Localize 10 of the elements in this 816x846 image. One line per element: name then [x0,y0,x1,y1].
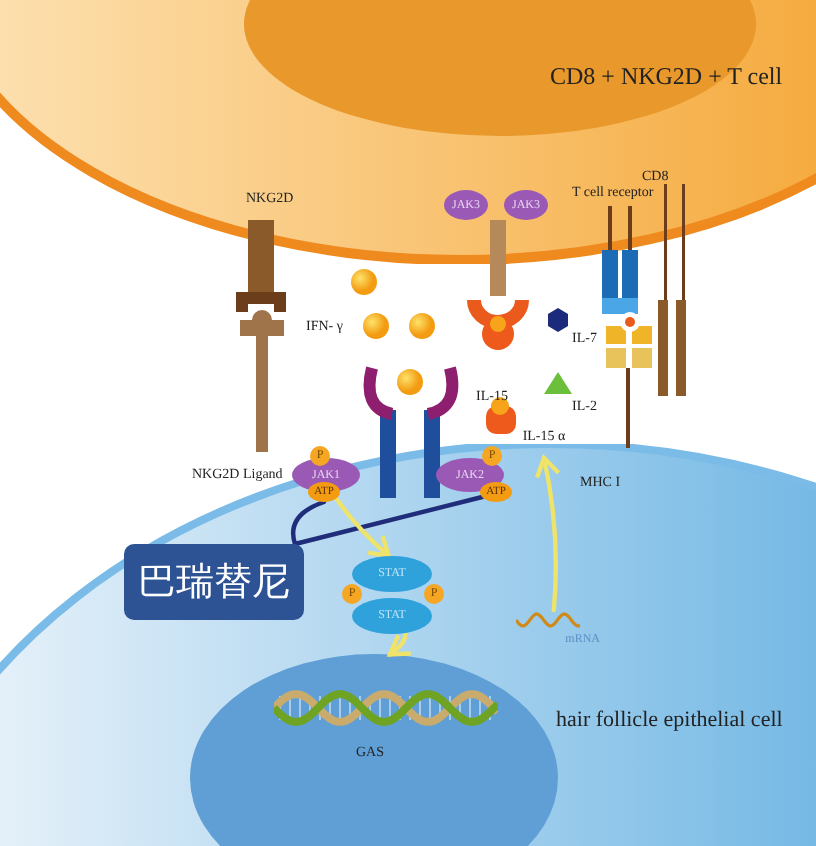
arrow [387,630,413,657]
t-cell [0,0,816,264]
cell-label: CD8 + NKG2D + T cell [550,64,783,88]
cell-label: hair follicle epithelial cell [556,710,783,732]
inhibition-line [291,499,327,547]
nucleus [190,654,558,846]
epithelial-cell [0,444,816,846]
arrow [534,455,561,613]
inhibition-line [292,494,485,547]
drug-label-box: 巴瑞替尼 [124,544,304,620]
